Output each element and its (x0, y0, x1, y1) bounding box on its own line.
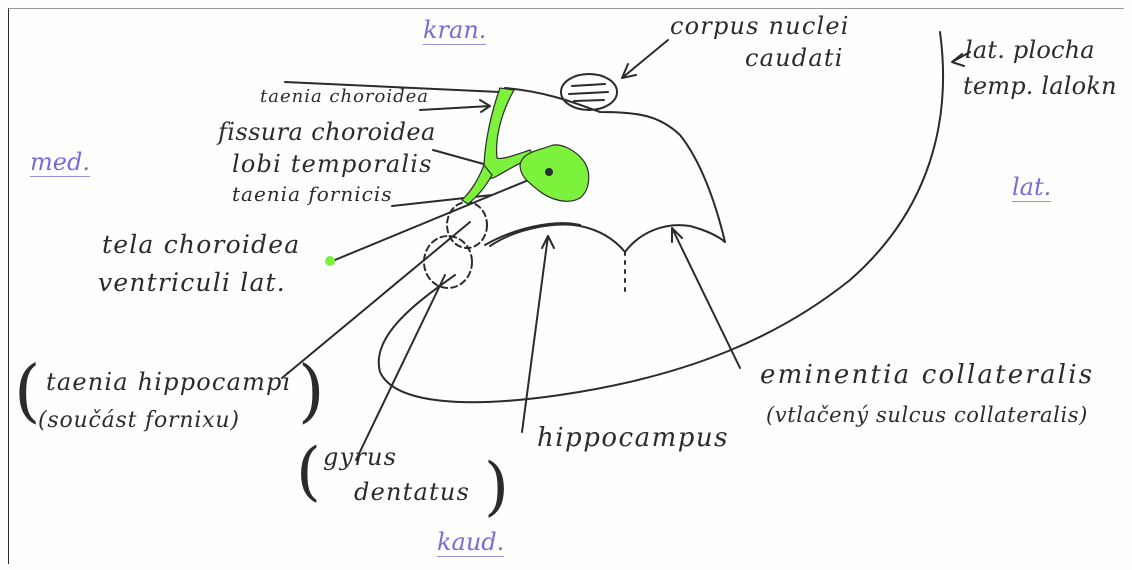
label-taenia-choroidea: taenia choroidea (260, 88, 429, 106)
paren-right-taenia: ) (298, 358, 325, 426)
ventricle-floor-outline (485, 223, 580, 245)
tela-choroidea-green (520, 145, 589, 201)
label-hippocampus: hippocampus (537, 425, 729, 451)
label-temp-laloku: temp. lalokn (963, 74, 1117, 98)
label-tela-choroidea: tela choroidea (102, 232, 300, 257)
taenia-fornicis-green (462, 165, 492, 204)
label-taenia-fornicis: taenia fornicis (232, 184, 393, 204)
label-dentatus: dentatus (354, 480, 470, 504)
tela-pointer-dot (545, 168, 553, 176)
label-vtlaceny-sulcus: (vtlačený sulcus collateralis) (766, 405, 1088, 426)
paren-left-taenia: ( (14, 358, 41, 426)
pointer-gyrus-dentatus (356, 275, 445, 460)
label-eminentia-collateralis: eminentia collateralis (760, 362, 1094, 388)
orientation-caudal: kaud. (437, 530, 504, 557)
label-soucast-fornixu: (součást fornixu) (38, 410, 240, 432)
tela-label-dot (325, 256, 335, 266)
label-ventriculi-lat: ventriculi lat. (98, 270, 286, 295)
pointer-hippocampus (522, 236, 554, 432)
orientation-medial: med. (30, 150, 90, 177)
label-taenia-hippocampi: taenia hippocampi (46, 370, 291, 394)
pointer-eminentia (672, 228, 740, 368)
label-fissura-choroidea: fissura choroidea (218, 120, 436, 144)
orientation-lateral: lat. (1012, 175, 1051, 202)
label-lobi-temporalis: lobi temporalis (232, 152, 433, 176)
paren-right-gyrus: ) (484, 455, 509, 519)
pointer-caudate (622, 40, 668, 78)
orientation-cranial: kran. (423, 18, 486, 45)
label-corpus-nuclei: corpus nuclei (670, 14, 850, 38)
pointer-taenia-choroidea-2 (420, 100, 490, 112)
caudate-hatching (569, 84, 608, 101)
label-caudati: caudati (745, 46, 844, 70)
lateral-wall-outline (379, 32, 943, 402)
label-lat-plocha: lat. plocha (965, 38, 1095, 62)
label-gyrus: gyrus (323, 445, 397, 469)
paren-left-gyrus: ( (296, 440, 321, 504)
